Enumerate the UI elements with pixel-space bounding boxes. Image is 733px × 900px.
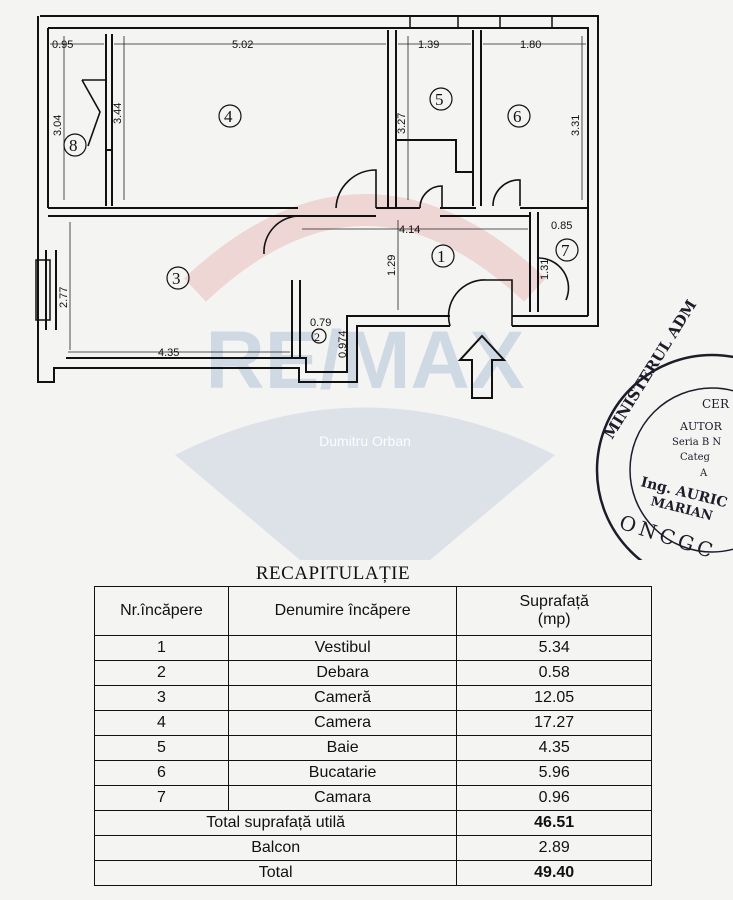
doors xyxy=(81,79,570,327)
total-value: 46.51 xyxy=(456,810,652,836)
total-label: Total xyxy=(93,860,458,886)
cell-area: 12.05 xyxy=(456,685,652,711)
cell-nr: 4 xyxy=(94,710,229,736)
dim-label: 0.95 xyxy=(52,39,73,51)
dim-label: 4.35 xyxy=(158,347,179,359)
stamp-line: Categ xyxy=(680,452,711,463)
room-number: 5 xyxy=(435,90,444,109)
cell-nr: 5 xyxy=(94,735,229,761)
dim-label: 4.14 xyxy=(399,224,420,236)
cell-name: Cameră xyxy=(227,685,458,711)
room-number: 7 xyxy=(561,241,570,260)
cell-area: 5.34 xyxy=(456,635,652,661)
dim-label: 0.974 xyxy=(337,330,349,358)
dim-label: 5.02 xyxy=(232,39,253,51)
watermark-balloon xyxy=(175,407,555,560)
col-header-area-line2: (mp) xyxy=(537,611,571,628)
cell-name: Debara xyxy=(227,660,458,686)
room-number: 8 xyxy=(69,136,78,155)
watermark: RE/MAX Dumitru Orban xyxy=(175,194,555,560)
watermark-brand: RE/MAX xyxy=(206,315,525,406)
dim-label: 3.27 xyxy=(396,113,408,134)
room-number: 3 xyxy=(172,269,181,288)
room-number: 2 xyxy=(314,330,320,344)
dim-label: 3.04 xyxy=(52,115,64,136)
col-header-area-line1: Suprafață xyxy=(519,593,589,610)
cell-area: 5.96 xyxy=(456,760,652,786)
recap-table: Nr.încăpere Denumire încăpere Suprafață(… xyxy=(93,586,652,886)
dim-label: 1.39 xyxy=(418,39,439,51)
cell-nr: 2 xyxy=(94,660,229,686)
cell-area: 0.58 xyxy=(456,660,652,686)
cell-name: Vestibul xyxy=(227,635,458,661)
cell-nr: 3 xyxy=(94,685,229,711)
dim-label: 1.29 xyxy=(386,255,398,276)
cell-name: Bucatarie xyxy=(227,760,458,786)
stamp-line: A xyxy=(699,468,708,479)
stamp-line: CER xyxy=(702,397,730,411)
room-number: 6 xyxy=(513,107,522,126)
cell-nr: 7 xyxy=(94,785,229,811)
total-label: Balcon xyxy=(93,835,458,861)
dim-label: 0.85 xyxy=(551,220,572,232)
col-header-nr: Nr.încăpere xyxy=(94,586,229,636)
cell-name: Camara xyxy=(227,785,458,811)
cell-nr: 1 xyxy=(94,635,229,661)
floor-plan: RE/MAX Dumitru Orban 0.95 5.02 1.3 xyxy=(35,15,733,560)
dim-label: 3.44 xyxy=(112,103,124,124)
stamp-line: AUTOR xyxy=(679,420,723,433)
cell-name: Baie xyxy=(227,735,458,761)
room-number: 4 xyxy=(224,107,233,126)
dim-label: 3.31 xyxy=(570,115,582,136)
total-value: 49.40 xyxy=(456,860,652,886)
dim-label: 1.31 xyxy=(539,259,551,280)
walls xyxy=(37,15,599,383)
cell-nr: 6 xyxy=(94,760,229,786)
cell-area: 17.27 xyxy=(456,710,652,736)
cell-area: 0.96 xyxy=(456,785,652,811)
dimension-lines xyxy=(50,36,586,353)
dim-label: 2.77 xyxy=(58,287,70,308)
watermark-agent: Dumitru Orban xyxy=(319,433,411,449)
watermark-arc xyxy=(184,194,546,302)
cell-name: Camera xyxy=(227,710,458,736)
total-label: Total suprafață utilă xyxy=(93,810,458,836)
windows xyxy=(35,15,553,321)
recap-title: RECAPITULAȚIE xyxy=(255,563,411,584)
stamp-line: Seria B N xyxy=(672,437,721,448)
total-value: 2.89 xyxy=(456,835,652,861)
dim-label: 0.79 xyxy=(310,317,331,329)
official-stamp: MINISTERUL ADM CER AUTOR Seria B N Categ… xyxy=(595,297,733,560)
room-number: 1 xyxy=(437,247,446,266)
cell-area: 4.35 xyxy=(456,735,652,761)
entrance-arrow-icon xyxy=(457,334,507,399)
room-markers xyxy=(63,87,579,344)
col-header-area: Suprafață(mp) xyxy=(456,586,652,636)
table-header-row: Nr.încăpere Denumire încăpere Suprafață(… xyxy=(94,586,652,636)
dim-label: 1.80 xyxy=(520,39,541,51)
col-header-name: Denumire încăpere xyxy=(227,586,458,636)
